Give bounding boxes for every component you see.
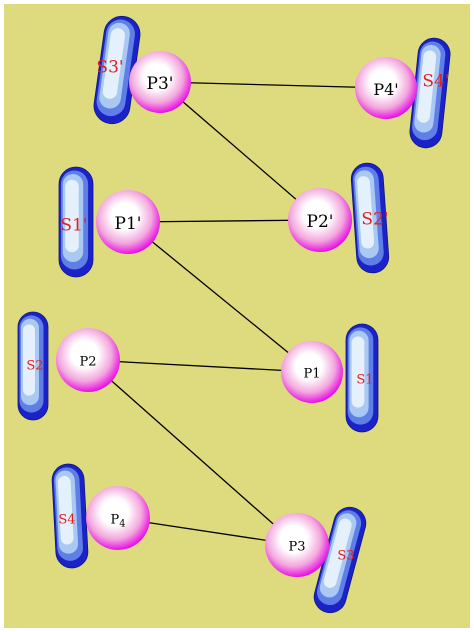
particle-sphere-p2prime <box>288 188 352 252</box>
strand-label-s3: S3 <box>337 549 354 564</box>
link-p2-p3 <box>87 359 298 546</box>
strand-s2-layer-3 <box>23 324 35 396</box>
particle-p1: P1 <box>281 341 343 403</box>
strand-s3prime <box>93 15 141 125</box>
particle-label-text-p1: P1 <box>303 366 320 381</box>
particle-label-text-p1prime: P1' <box>115 214 142 234</box>
link-p1prime-p1 <box>127 221 313 373</box>
link-p2-p1 <box>87 359 313 373</box>
strand-s2prime-layer-3 <box>357 176 375 249</box>
strand-label-s3prime: S3' <box>96 58 123 78</box>
strand-label-s2prime: S2' <box>361 210 388 230</box>
particle-label-p3prime: P3' <box>147 74 174 94</box>
strand-s3 <box>313 506 367 614</box>
particle-p2: P2 <box>56 328 120 392</box>
particle-label-p4: P4 <box>111 512 126 529</box>
particle-sphere-p1prime <box>96 190 160 254</box>
strand-s2prime <box>350 162 390 274</box>
strand-s1 <box>345 323 379 433</box>
particle-p1prime: P1' <box>96 190 160 254</box>
strand-label-s4prime: S4' <box>422 72 449 92</box>
particle-label-p1: P1 <box>303 366 320 381</box>
particle-label-p2: P2 <box>79 354 96 369</box>
particle-label-text-p3prime: P3' <box>147 74 174 94</box>
particle-label-text-p2prime: P2' <box>307 212 334 232</box>
strand-label-s2: S2 <box>26 359 43 374</box>
particle-label-p2prime: P2' <box>307 212 334 232</box>
particle-p2prime: P2' <box>288 188 352 252</box>
strand-s4prime-layer-3 <box>417 50 437 123</box>
particle-label-p3: P3 <box>288 539 305 554</box>
strand-s4 <box>51 463 89 569</box>
particle-label-text-p2: P2 <box>79 354 96 369</box>
particle-label-text-p4prime: P4' <box>373 79 398 98</box>
link-p3prime-p2prime <box>159 81 321 221</box>
strand-s2 <box>17 311 49 421</box>
strand-s4-layer-3 <box>57 475 74 545</box>
link-p1prime-p2prime <box>127 219 321 223</box>
particle-label-text-p3: P3 <box>288 539 305 554</box>
strand-s1prime-layer-3 <box>65 179 79 253</box>
strand-s1-layer-3 <box>351 336 365 408</box>
particle-label-p4prime: P4' <box>373 79 398 98</box>
particle-p3: P3 <box>265 513 329 577</box>
particle-p4prime: P4' <box>355 57 417 119</box>
particle-sphere-p1 <box>281 341 343 403</box>
particle-p4: P4 <box>86 486 150 550</box>
strand-s1prime <box>58 166 94 278</box>
particle-p3prime: P3' <box>129 51 191 113</box>
particle-label-subscript-p4: 4 <box>119 518 125 529</box>
particle-label-p1prime: P1' <box>115 214 142 234</box>
particle-sphere-p3prime <box>129 51 191 113</box>
strand-s3-layer-3 <box>323 518 352 588</box>
particle-sphere-p4prime <box>355 57 417 119</box>
particle-sphere-p4 <box>86 486 150 550</box>
strand-label-s1prime: S1' <box>60 216 87 236</box>
particle-label-text-p4: P <box>111 512 120 527</box>
particle-sphere-p2 <box>56 328 120 392</box>
strand-s4prime <box>409 37 451 149</box>
strand-label-s1: S1 <box>356 373 373 388</box>
strand-s3prime-layer-3 <box>102 28 126 99</box>
strand-label-s4: S4 <box>58 513 75 528</box>
link-p3prime-p4prime <box>159 81 387 89</box>
particle-sphere-p3 <box>265 513 329 577</box>
